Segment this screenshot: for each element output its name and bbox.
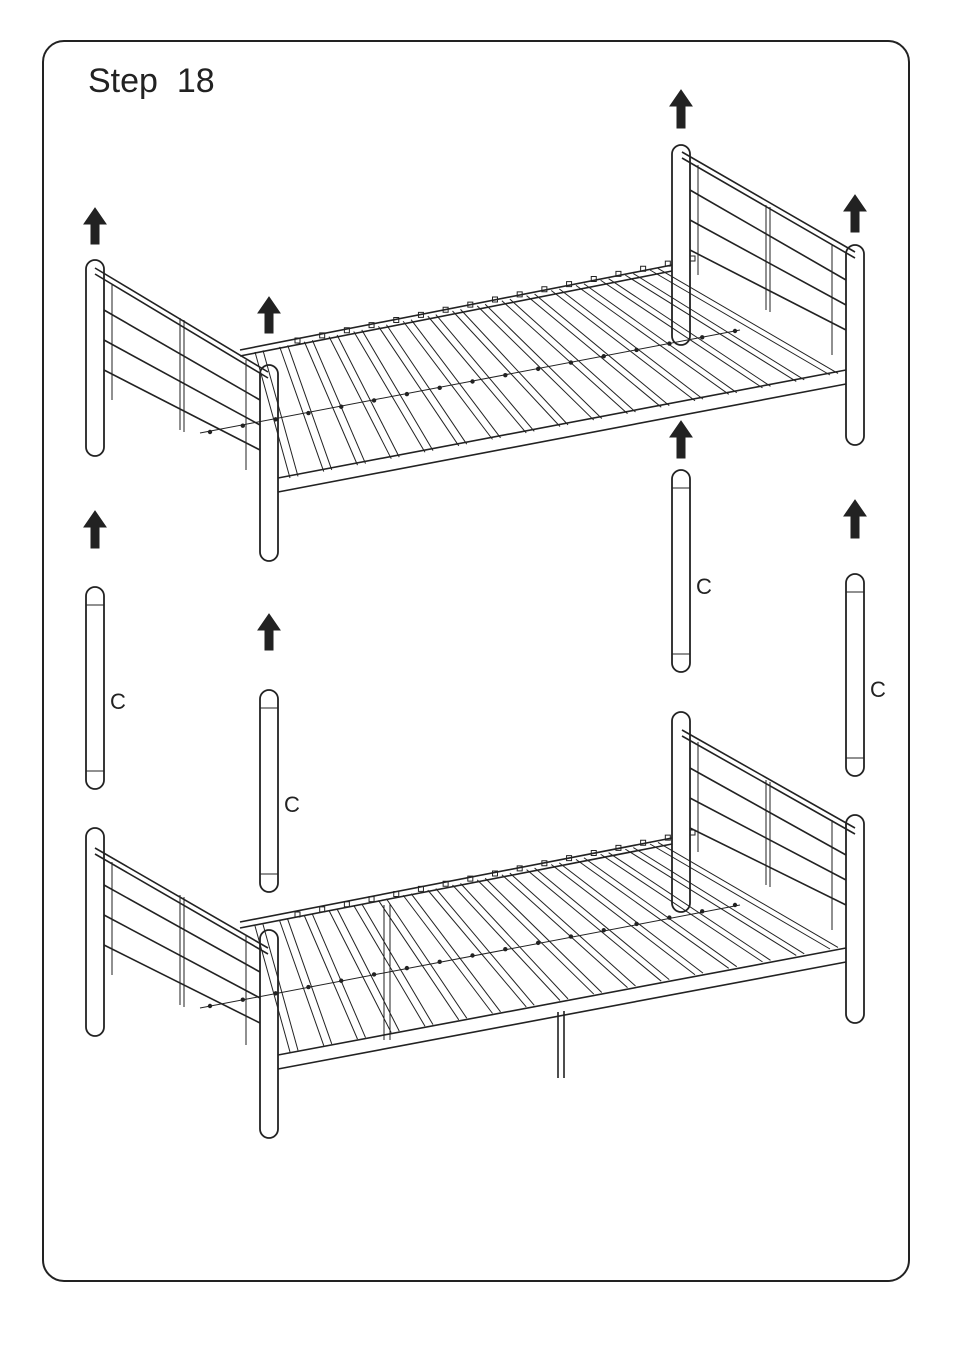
slat-line [312,914,365,1037]
up-arrow-icon [258,614,280,650]
upper-left-back-post [86,260,104,456]
slat-line [477,880,594,994]
post-c-left-label: C [110,689,126,714]
slat-line [354,906,425,1027]
post-c-back-right [672,470,690,672]
slat-line [288,919,332,1044]
up-arrow-icon [84,208,106,244]
slat-fixing [437,386,441,390]
slat-line [584,858,737,967]
slat-fixing [700,335,704,339]
lower-left-back-post [86,828,104,1036]
lower-right-back-post [672,712,690,912]
slat-fixing [339,405,343,409]
slat-fixing [634,922,638,926]
slat-line [633,848,804,954]
slat-fixing [306,411,310,415]
upper-right-footboard [682,152,855,355]
slat-fixing [634,348,638,352]
upper-right-front-post [846,245,864,445]
slat-fixing [470,953,474,957]
slat-fixing [733,903,737,907]
lower-slats [208,830,838,1052]
slat-line [362,904,433,1025]
slat-fixing [470,379,474,383]
up-arrow-icon [258,297,280,333]
up-arrow-icons [84,90,866,650]
slat-line [312,340,365,463]
slat-fixing [339,979,343,983]
post-c-left [86,587,104,789]
slat-fixing [569,934,573,938]
slat-fixing [733,329,737,333]
slat-fixing [208,1004,212,1008]
up-arrow-icon [84,511,106,548]
slat-fixing [241,997,245,1001]
post-c-front-right-label: C [870,677,886,702]
slat-fixing [306,985,310,989]
slat-fixing [405,392,409,396]
slat-fixing [536,941,540,945]
slat-line [576,285,729,394]
slat-clip [344,902,349,907]
slat-line [280,347,324,472]
slat-line [510,299,636,412]
upper-right-back-post [672,145,690,345]
post-c-front-left-label: C [284,792,300,817]
slat-fixing [241,423,245,427]
slat-line [329,911,391,1033]
slat-line [535,294,670,406]
slat-fixing [372,398,376,402]
post-c-front-left [260,690,278,892]
upper-left-headboard [95,268,268,470]
slat-line [502,875,628,988]
slat-line [502,301,628,414]
lower-center-support-leg [384,904,564,1078]
slat-line [535,868,670,980]
slat-line [288,345,332,470]
slat-line [510,873,636,986]
slat-fixing [536,367,540,371]
slat-fixing [667,341,671,345]
lower-left-headboard [95,848,268,1045]
slat-fixing [503,373,507,377]
slat-fixing [273,991,277,995]
slat-line [584,284,737,393]
slat-fixing [273,417,277,421]
slat-fixing [372,972,376,976]
slat-fixing [569,360,573,364]
up-arrow-icon [670,421,692,458]
slat-line [485,304,602,418]
slat-fixing [667,915,671,919]
lower-bed [86,712,864,1138]
upper-bed [86,145,864,561]
slat-line [633,274,804,380]
slat-fixing [503,947,507,951]
lower-right-front-post [846,815,864,1023]
slat-line [485,878,602,992]
slat-line [625,849,796,955]
post-c-front-right [846,574,864,776]
slat-fixing [437,960,441,964]
post-c-back-right-label: C [696,574,712,599]
slat-fixing [700,909,704,913]
slat-line [576,859,729,968]
up-arrow-icon [844,195,866,232]
up-arrow-icon [844,500,866,538]
up-arrow-icon [670,90,692,128]
slat-line [477,306,594,420]
slat-line [280,921,324,1046]
slat-fixing [405,966,409,970]
lower-left-front-post [260,930,278,1138]
slat-line [329,337,391,459]
slat-line [386,899,466,1018]
slat-fixing [208,430,212,434]
slat-fixing [602,928,606,932]
slat-fixing [602,354,606,358]
